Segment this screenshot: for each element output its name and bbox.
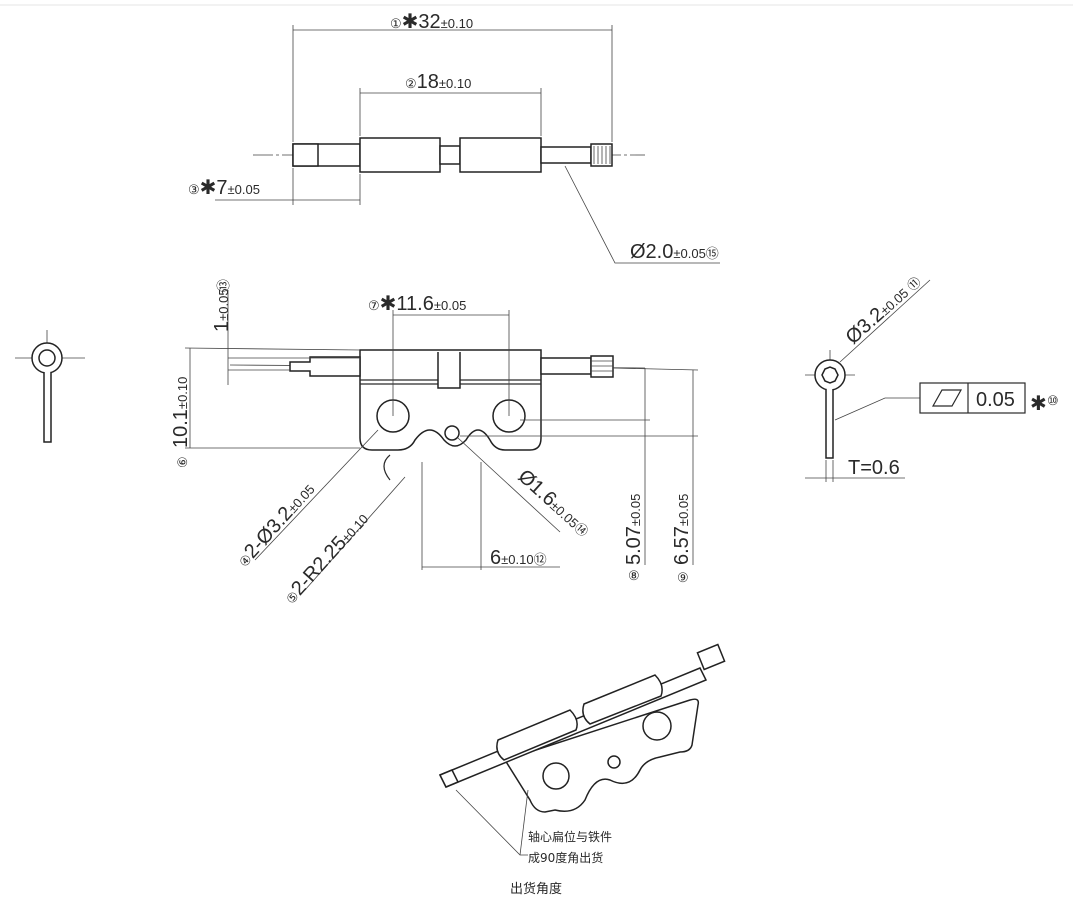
front-view-part bbox=[229, 349, 646, 481]
small-hole-leader bbox=[457, 437, 561, 533]
radius-leader bbox=[304, 476, 406, 591]
dim-1-lines bbox=[227, 290, 360, 385]
radius-label: ⑤2-R2.25±0.10 bbox=[279, 508, 372, 608]
dim-32-label: ①✱32±0.10 bbox=[390, 11, 473, 33]
dia2-leader bbox=[564, 165, 720, 264]
dim-5-07-ref: ⑧ bbox=[628, 568, 640, 583]
dim-10-1-lines bbox=[184, 347, 361, 449]
small-hole-label: Ø1.6±0.05⑭ bbox=[514, 465, 595, 541]
flatness-icon bbox=[931, 389, 963, 407]
dim-18-label: ②18±0.10 bbox=[405, 71, 471, 93]
dim-6-label: 6±0.10⑫ bbox=[490, 547, 547, 569]
dim-32-lines bbox=[292, 25, 613, 142]
dia2-label: Ø2.0±0.05⑮ bbox=[630, 241, 719, 263]
isometric-view bbox=[438, 643, 726, 856]
dim-11-6-lines bbox=[392, 310, 510, 416]
dim-7-lines bbox=[215, 168, 361, 205]
flatness-callout: 0.05 ✱ ⑩ bbox=[919, 382, 1059, 415]
holes-label: ④2-Ø3.2±0.05 bbox=[232, 478, 319, 571]
dim-18-lines bbox=[359, 88, 542, 136]
dim-6-57-ref: ⑨ bbox=[677, 570, 689, 585]
dim-6-57-label: 6.57±0.05 bbox=[671, 494, 693, 565]
dim-1-label: 1±0.05 bbox=[211, 288, 233, 332]
dim-11-6-label: ⑦✱11.6±0.05 bbox=[368, 293, 466, 315]
dim-1-ref: ⑬ bbox=[216, 279, 231, 292]
iso-note-line1: 轴心扁位与铁件 bbox=[528, 829, 612, 844]
svg-text:✱: ✱ bbox=[1030, 393, 1047, 415]
dim-5-07-label: 5.07±0.05 bbox=[623, 494, 645, 565]
iso-caption: 出货角度 bbox=[510, 881, 562, 897]
left-side-view bbox=[15, 330, 85, 443]
iso-note-line2: 成90度角出货 bbox=[528, 850, 603, 865]
holes-leader bbox=[254, 429, 379, 561]
dim-10-1-ref: ⑥ bbox=[175, 456, 190, 468]
right-side-view bbox=[805, 279, 931, 482]
thickness-label: T=0.6 bbox=[848, 457, 900, 479]
dim-10-1-label: 10.1±0.10 bbox=[170, 377, 192, 448]
dia3-2-label: Ø3.2±0.05⑪ bbox=[842, 270, 926, 348]
top-view-shaft bbox=[253, 137, 645, 173]
dim-7-label: ③✱7±0.05 bbox=[188, 177, 260, 199]
svg-text:0.05: 0.05 bbox=[976, 389, 1015, 411]
dim-6-lines bbox=[421, 462, 560, 570]
svg-text:⑩: ⑩ bbox=[1047, 393, 1059, 408]
dim-5-07-6-57-lines bbox=[460, 367, 699, 565]
